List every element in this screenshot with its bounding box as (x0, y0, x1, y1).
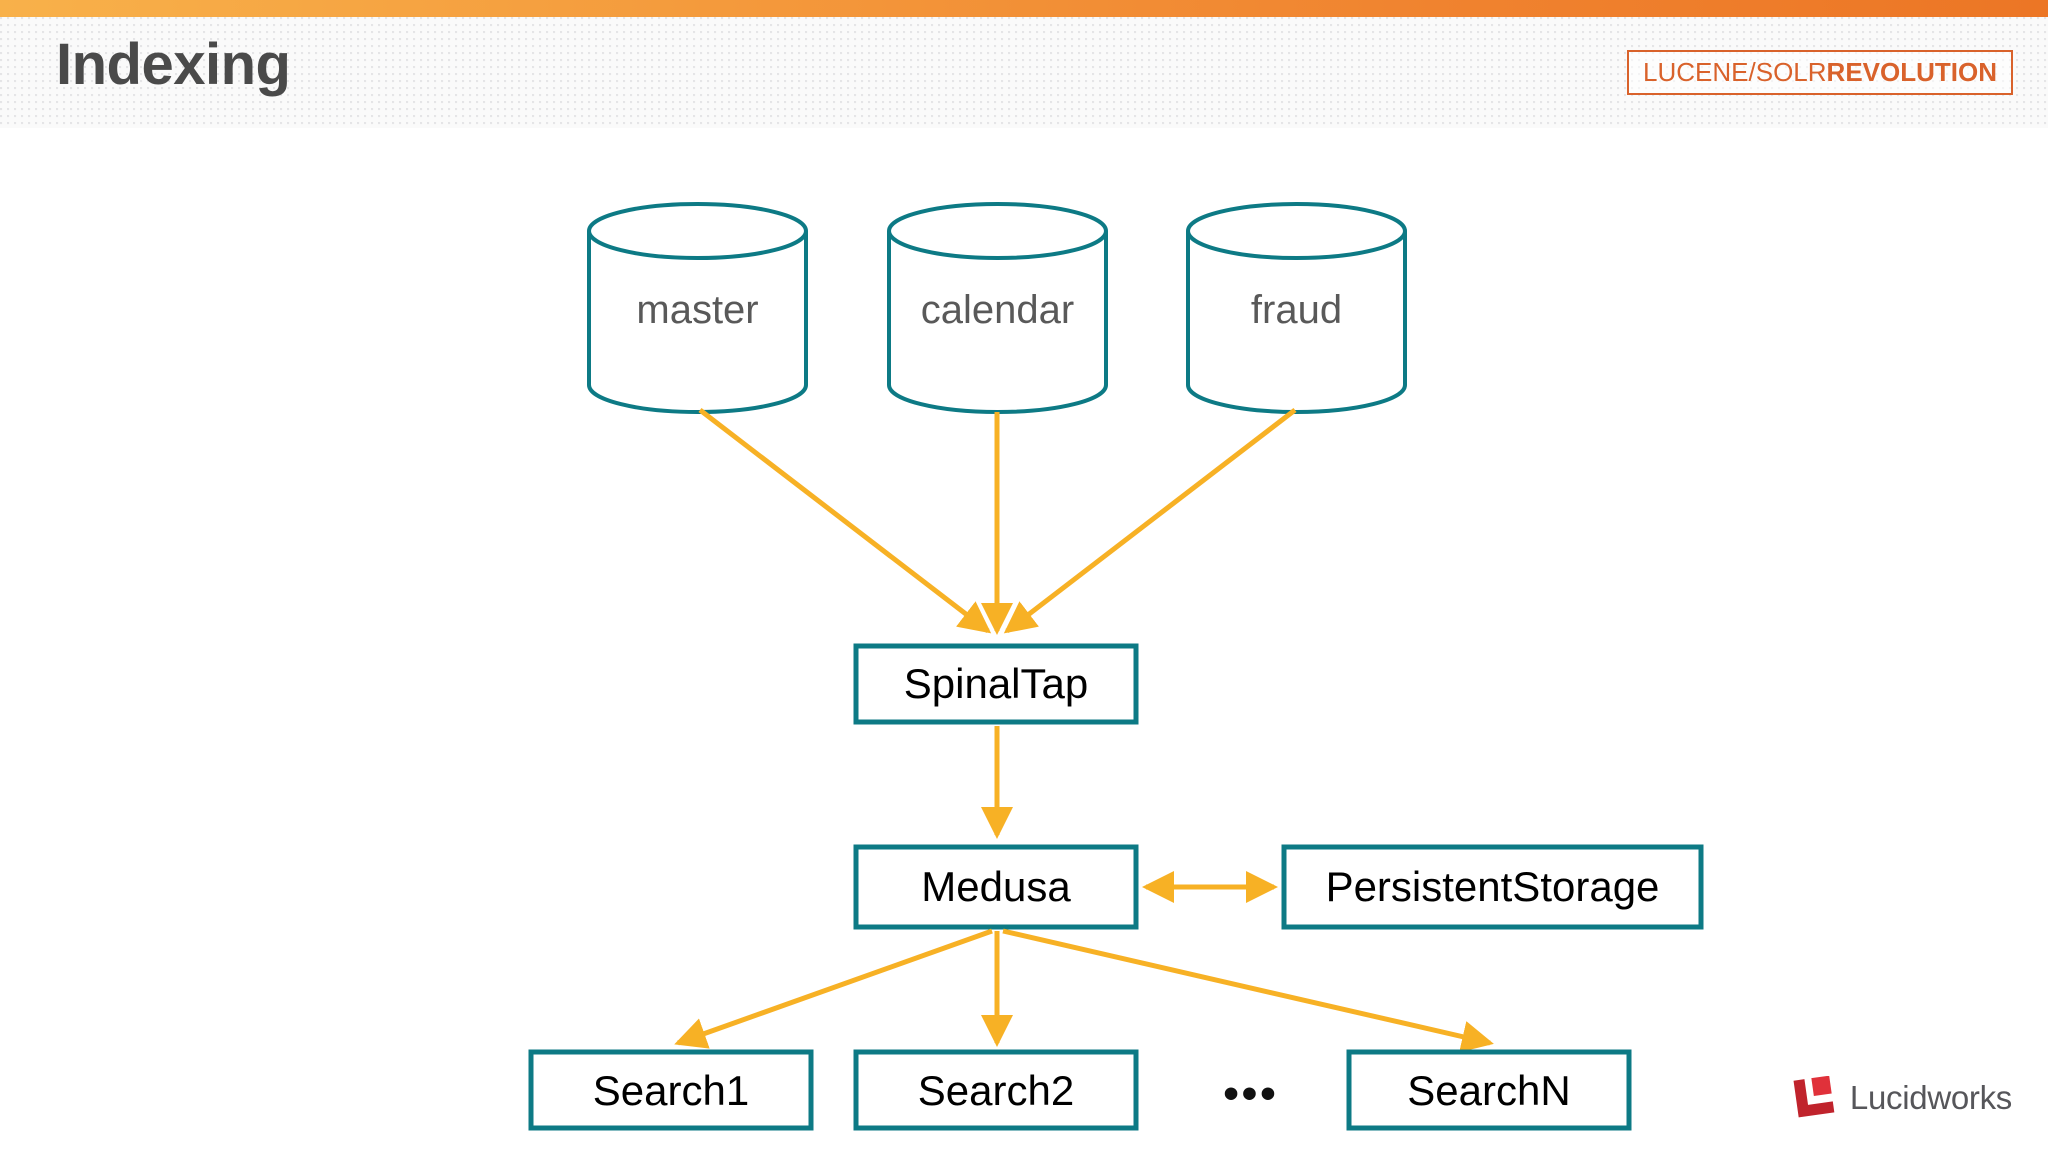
lucidworks-wordmark: Lucidworks (1849, 1078, 2012, 1116)
indexing-flow-diagram: master calendar fraud SpinalTap Medusa P… (0, 128, 2048, 1152)
edge-medusa-to-searchn (1002, 928, 1494, 1053)
cylinder-fraud (1186, 202, 1407, 414)
diagram-svg (528, 202, 1704, 1131)
node-persistentstorage (1281, 844, 1704, 930)
conference-logo-badge: LUCENE/SOLRREVOLUTION (1627, 50, 2013, 95)
badge-light-text: LUCENE/SOLR (1643, 57, 1827, 87)
cylinder-master (587, 202, 808, 414)
node-searchn (1346, 1049, 1632, 1131)
node-search1 (528, 1049, 814, 1131)
header-accent-bar (0, 0, 2048, 17)
edge-medusa-to-search1 (674, 928, 993, 1049)
cylinder-calendar (887, 202, 1108, 414)
page-title: Indexing (56, 32, 291, 97)
lucidworks-mark-icon (1793, 1076, 1835, 1118)
slide-header: Indexing LUCENE/SOLRREVOLUTION (0, 0, 2048, 128)
node-medusa (853, 844, 1139, 930)
node-spinaltap (853, 643, 1139, 725)
lucidworks-logo: Lucidworks (1792, 1074, 2012, 1120)
badge-bold-text: REVOLUTION (1826, 57, 1997, 87)
edge-master-to-spinaltap (698, 408, 992, 634)
edge-fraud-to-spinaltap (1003, 408, 1297, 634)
node-search2 (853, 1049, 1139, 1131)
